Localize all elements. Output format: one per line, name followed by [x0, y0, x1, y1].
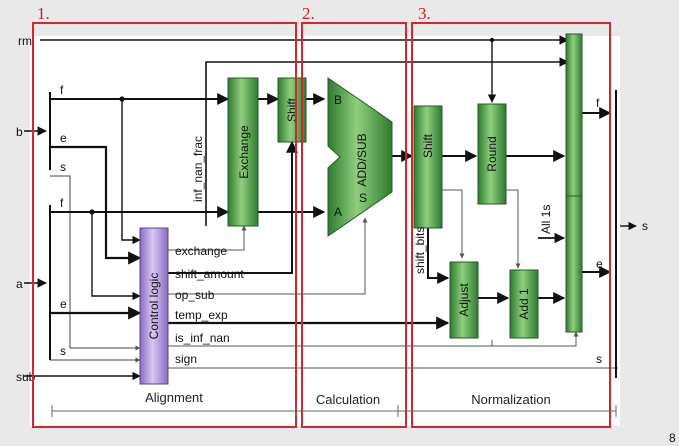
page-number: 8	[669, 431, 676, 445]
round-block: Round	[477, 103, 507, 205]
control-logic-label: Control logic	[147, 273, 161, 340]
output-f-label: f	[596, 96, 600, 110]
norm-shift-label: Shift	[421, 133, 435, 158]
add1-label: Add 1	[517, 288, 531, 320]
exchange-block: Exchange	[227, 77, 259, 227]
addsub-port-s: S	[359, 191, 367, 205]
addsub-port-b: B	[334, 93, 342, 107]
temp-exp-label: temp_exp	[175, 308, 228, 322]
a-s-label: s	[60, 344, 66, 358]
addsub-port-a: A	[334, 205, 342, 219]
input-rm-label: rm	[18, 34, 32, 48]
is-inf-nan-label: is_inf_nan	[175, 331, 230, 345]
input-sub-label: sub	[16, 370, 36, 384]
stage-2-number: 2.	[302, 4, 315, 23]
sign-label: sign	[175, 352, 197, 366]
addsub-block: ADD/SUB B A S	[327, 77, 393, 237]
control-logic-block: Control logic	[139, 227, 169, 385]
round-label: Round	[485, 136, 499, 171]
exchange-block-label: Exchange	[237, 125, 251, 179]
addsub-label: ADD/SUB	[355, 133, 369, 186]
shift-bits-label: shift_bits	[413, 227, 427, 274]
input-a-label: a	[16, 277, 23, 291]
stage-1-name: Alignment	[145, 390, 203, 405]
inf-nan-frac-label: inf_nan_frac	[191, 136, 205, 202]
b-e-label: e	[60, 131, 67, 145]
signal-labels: rm b a sub f e s f e s inf_nan_frac exch…	[16, 34, 648, 384]
stage-3-name: Normalization	[471, 392, 550, 407]
op-sub-label: op_sub	[175, 288, 215, 302]
stage-scale	[51, 405, 617, 417]
add1-block: Add 1	[509, 269, 539, 339]
stage-2-name: Calculation	[316, 392, 380, 407]
b-s-label: s	[60, 160, 66, 174]
stage-1-box	[32, 22, 297, 428]
stage-names: Alignment Calculation Normalization	[134, 390, 560, 410]
stage-3-box	[411, 22, 611, 428]
wires	[24, 35, 637, 381]
input-b-label: b	[16, 125, 23, 139]
adjust-block: Adjust	[449, 261, 479, 339]
output-s-label: s	[596, 352, 602, 366]
stage-boxes	[32, 22, 611, 428]
stage-numbers: 1. 2. 3.	[37, 4, 431, 23]
b-f-label: f	[60, 83, 64, 97]
all-1s-label: All 1s	[539, 205, 553, 234]
stage-2-box	[301, 22, 407, 428]
output-e-label: e	[596, 257, 603, 271]
a-f-label: f	[60, 196, 64, 210]
adjust-label: Adjust	[457, 283, 471, 317]
stage-3-number: 3.	[418, 4, 431, 23]
exchange-signal-label: exchange	[175, 244, 227, 258]
junction-dots	[89, 37, 495, 215]
shift-amount-label: shift_amount	[175, 267, 244, 281]
output-mux-bar	[565, 33, 583, 333]
norm-shift-block: Shift	[413, 105, 443, 229]
output-s-final-label: s	[642, 219, 648, 233]
a-e-label: e	[60, 297, 67, 311]
stage-1-number: 1.	[37, 4, 50, 23]
